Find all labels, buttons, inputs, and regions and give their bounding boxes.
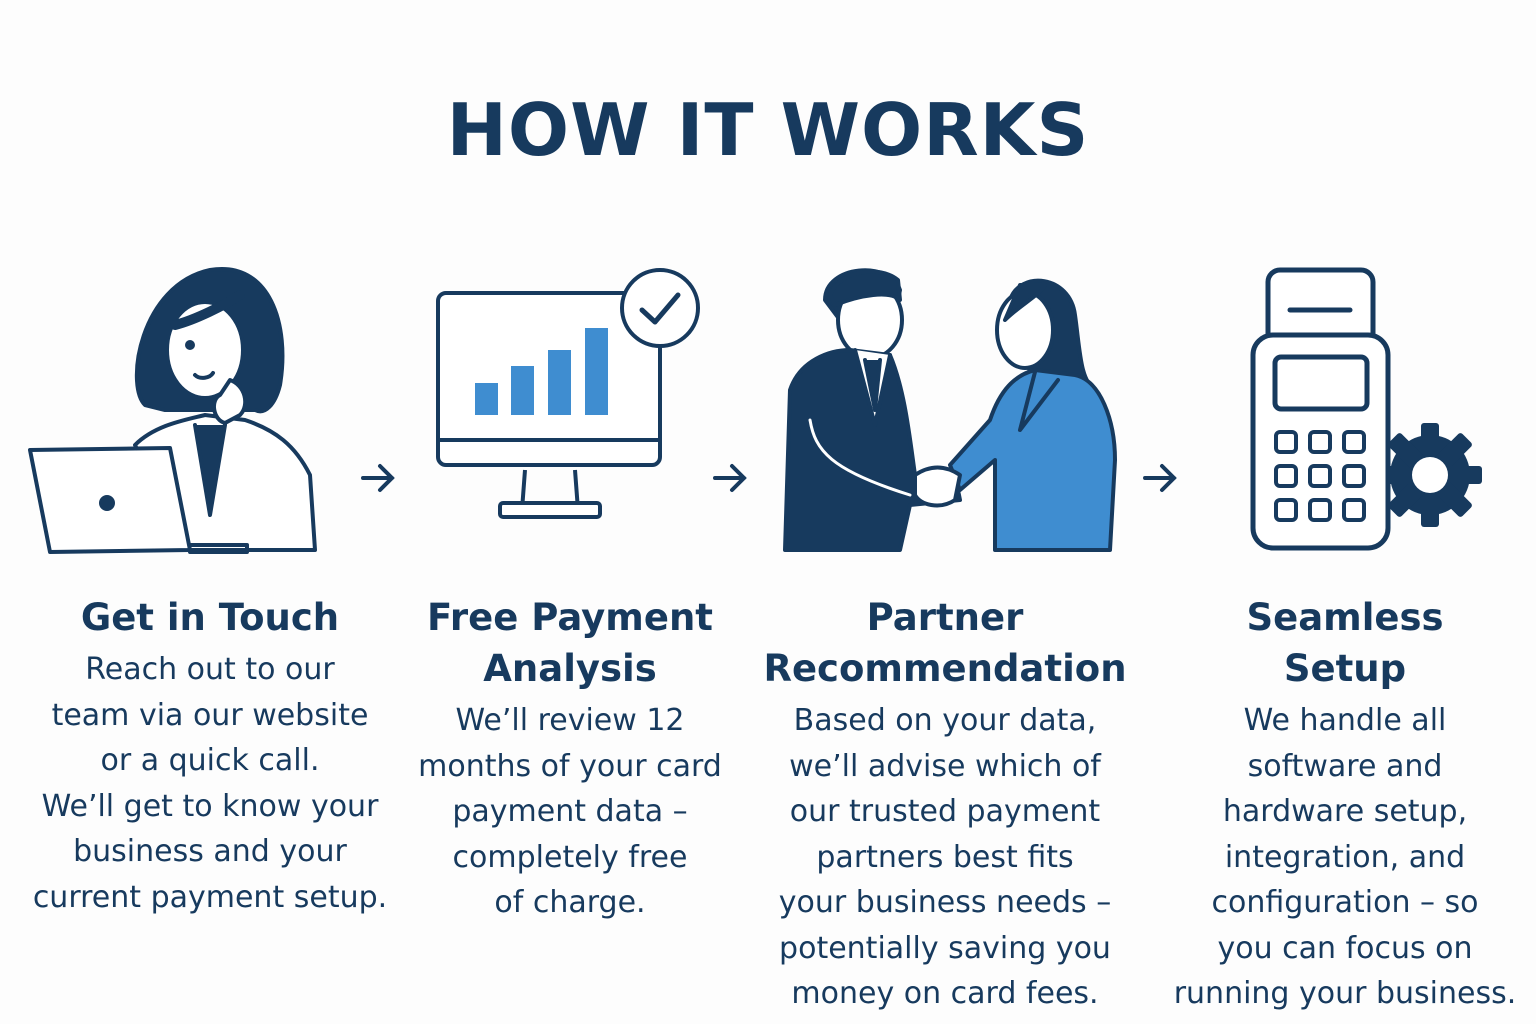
description-line: configuration – so bbox=[1211, 885, 1479, 920]
step-title-line: Analysis bbox=[483, 647, 657, 690]
description-line: Reach out to our bbox=[85, 652, 335, 687]
description-line: We’ll review 12 bbox=[455, 703, 685, 738]
step-free-payment-analysis: Free Payment Analysis We’ll review 12 mo… bbox=[400, 592, 740, 926]
description-line: running your business. bbox=[1173, 976, 1517, 1011]
step-title: Get in Touch bbox=[20, 592, 400, 643]
step-title-line: Seamless bbox=[1246, 596, 1444, 639]
description-line: We’ll get to know your bbox=[41, 788, 379, 824]
step-title: Seamless Setup bbox=[1160, 592, 1530, 694]
arrow-right-icon bbox=[713, 464, 747, 492]
step-description: We’ll review 12 months of your card paym… bbox=[400, 698, 740, 926]
step-seamless-setup: Seamless Setup We handle all software an… bbox=[1160, 592, 1530, 1017]
description-line: completely free bbox=[452, 839, 688, 875]
description-line: payment data – bbox=[452, 794, 688, 829]
description-line: software and bbox=[1247, 748, 1443, 784]
handshake-icon bbox=[783, 268, 1117, 552]
description-line: hardware setup, bbox=[1222, 794, 1468, 829]
description-line: team via our website bbox=[51, 697, 369, 733]
description-line: current payment setup. bbox=[32, 879, 388, 915]
step-title-line: Partner bbox=[866, 596, 1024, 639]
step-title: Free Payment Analysis bbox=[400, 592, 740, 694]
step-partner-recommendation: Partner Recommendation Based on your dat… bbox=[760, 592, 1130, 1017]
description-line: we’ll advise which of bbox=[789, 748, 1101, 784]
step-description: Based on your data, we’ll advise which o… bbox=[760, 698, 1130, 1017]
card-terminal-gear-icon bbox=[1250, 267, 1482, 551]
step-title-line: Recommendation bbox=[763, 647, 1127, 690]
description-line: We handle all bbox=[1243, 703, 1447, 738]
description-line: months of your card bbox=[418, 748, 722, 784]
step-description: Reach out to our team via our website or… bbox=[20, 647, 400, 920]
description-line: potentially saving you bbox=[779, 930, 1111, 966]
step-description: We handle all software and hardware setu… bbox=[1160, 698, 1530, 1017]
description-line: or a quick call. bbox=[100, 743, 320, 778]
page-title: HOW IT WORKS bbox=[446, 88, 1090, 172]
description-line: your business needs – bbox=[778, 885, 1112, 920]
step-title-line: Get in Touch bbox=[80, 596, 340, 639]
description-line: integration, and bbox=[1224, 839, 1466, 875]
description-line: partners best fits bbox=[816, 839, 1074, 875]
step-title: Partner Recommendation bbox=[760, 592, 1130, 694]
description-line: business and your bbox=[73, 834, 347, 869]
arrow-right-icon bbox=[361, 464, 395, 492]
monitor-chart-check-icon bbox=[436, 268, 700, 519]
woman-phone-laptop-icon bbox=[28, 266, 317, 554]
step-get-in-touch: Get in Touch Reach out to our team via o… bbox=[20, 592, 400, 920]
step-title-line: Setup bbox=[1283, 647, 1407, 690]
description-line: our trusted payment bbox=[789, 794, 1101, 829]
step-title-line: Free Payment bbox=[427, 596, 713, 639]
description-line: of charge. bbox=[494, 885, 646, 920]
description-line: you can focus on bbox=[1217, 930, 1473, 966]
description-line: Based on your data, bbox=[793, 703, 1097, 738]
description-line: money on card fees. bbox=[791, 976, 1099, 1011]
arrow-right-icon bbox=[1143, 464, 1177, 492]
